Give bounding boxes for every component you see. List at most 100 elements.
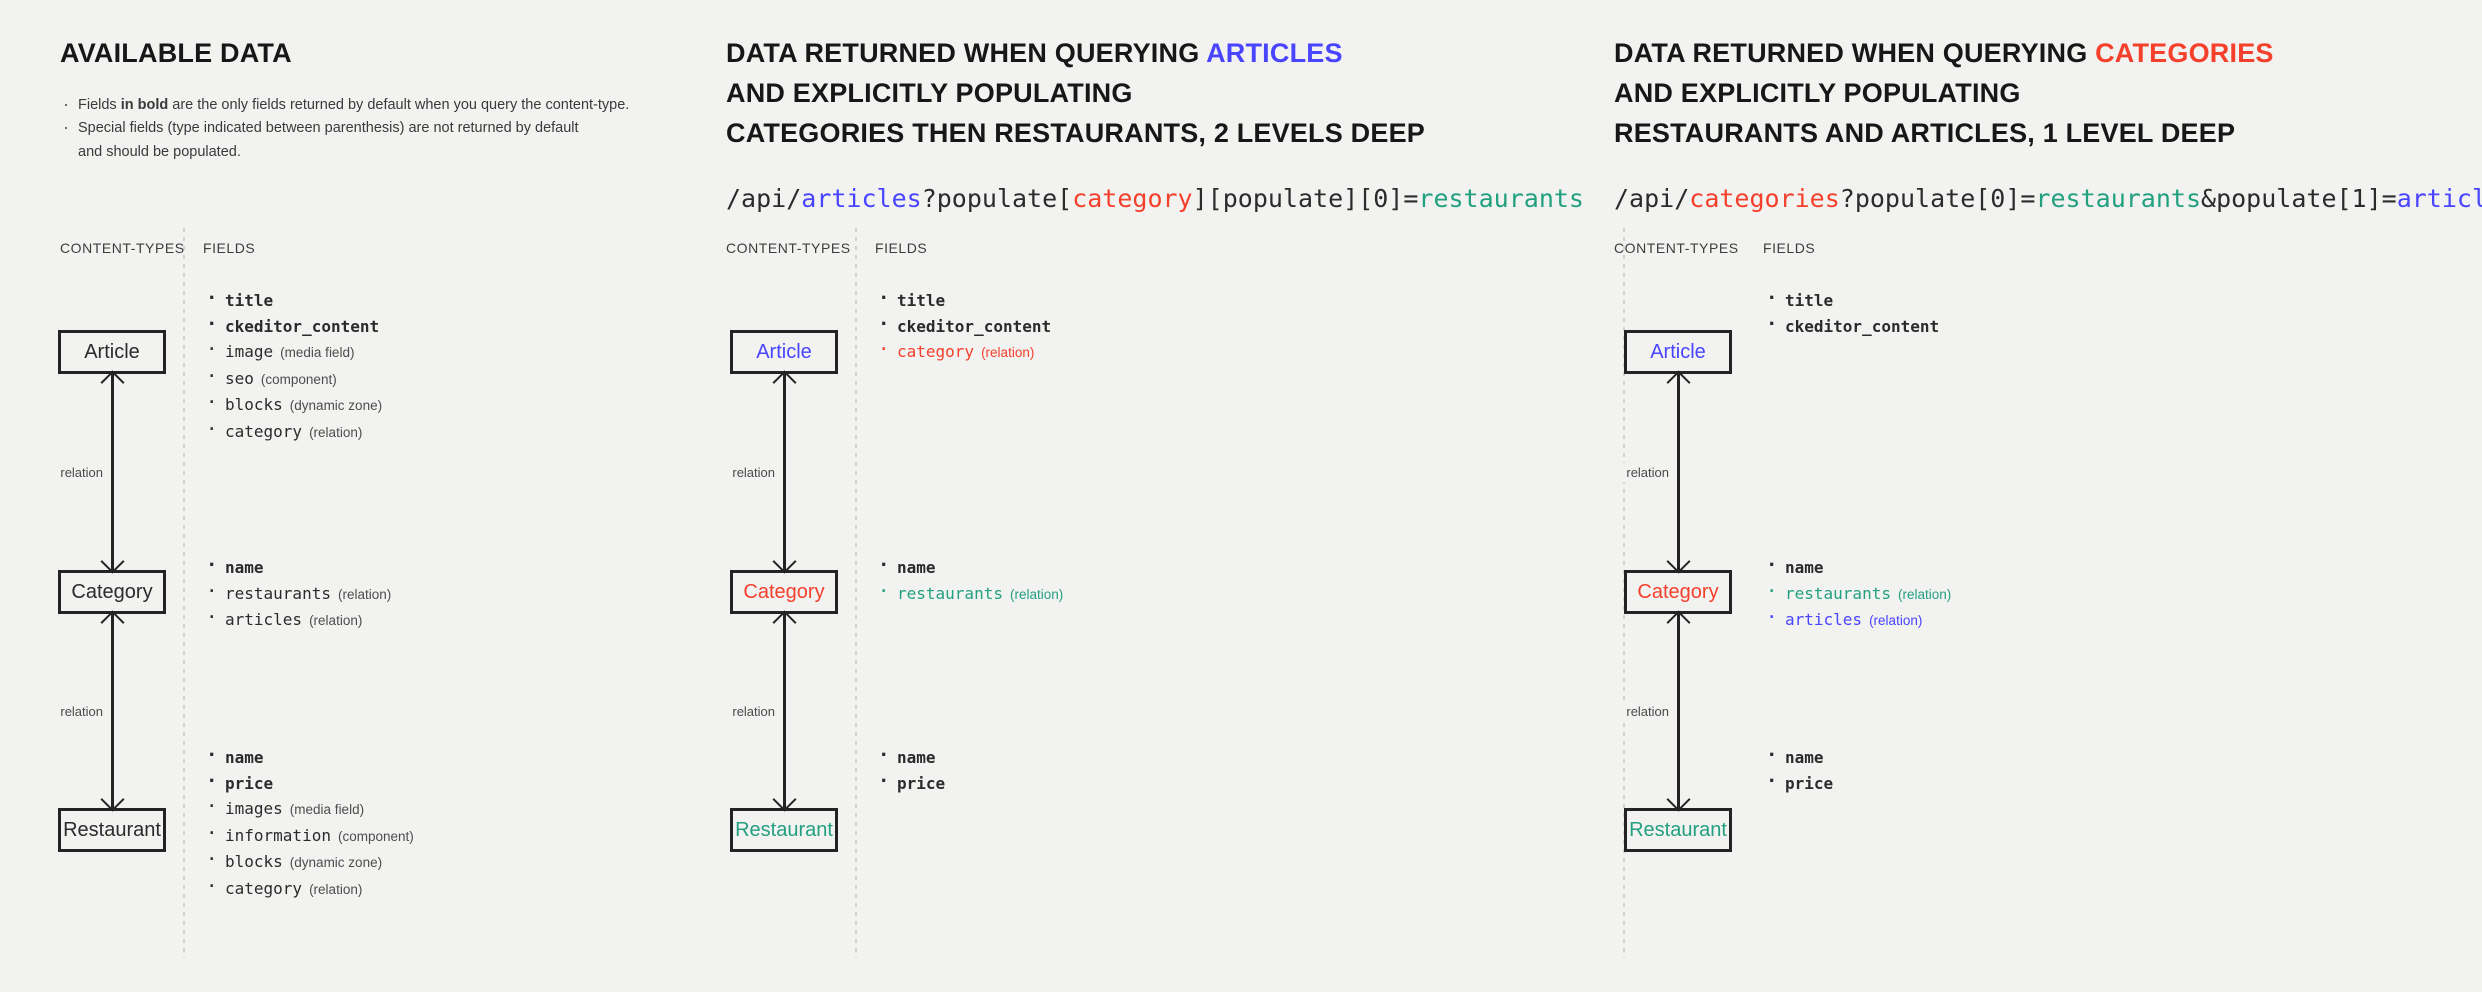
relation-arrow bbox=[769, 610, 799, 812]
field-type: (relation) bbox=[1897, 586, 1952, 602]
field-item: price bbox=[203, 769, 414, 797]
api-url: /api/articles?populate[category][populat… bbox=[726, 184, 1584, 213]
field-name: blocks bbox=[225, 852, 283, 871]
api-url-token: &populate[1]= bbox=[2201, 183, 2397, 213]
content-type-node-restaurant[interactable]: Restaurant bbox=[58, 808, 166, 852]
panel-title-text: RESTAURANTS AND ARTICLES, 1 LEVEL DEEP bbox=[1614, 117, 2236, 148]
panel-title-text: AND EXPLICITLY POPULATING bbox=[1614, 77, 2021, 108]
arrow-shaft bbox=[1677, 374, 1680, 570]
relation-arrow bbox=[97, 610, 127, 812]
api-url-token: ][populate][0]= bbox=[1192, 183, 1419, 213]
field-list: name price bbox=[875, 743, 945, 797]
field-item: blocks(dynamic zone) bbox=[203, 847, 414, 876]
field-item: name bbox=[1763, 553, 1951, 581]
field-type: (component) bbox=[337, 828, 414, 844]
field-name: information bbox=[225, 825, 331, 845]
content-type-node-category[interactable]: Category bbox=[730, 570, 838, 614]
relation-arrow bbox=[769, 370, 799, 574]
column-label-content-types: CONTENT-TYPES bbox=[1614, 240, 1739, 256]
api-url-token-accent: restaurants bbox=[2035, 183, 2202, 213]
content-type-node-category[interactable]: Category bbox=[1624, 570, 1732, 614]
field-type: (relation) bbox=[337, 586, 392, 602]
field-item: seo(component) bbox=[203, 364, 382, 393]
field-item: articles (relation) bbox=[203, 605, 391, 634]
panel-title-text: AVAILABLE DATA bbox=[60, 38, 292, 68]
panel-divider-1 bbox=[183, 228, 185, 958]
arrow-shaft bbox=[783, 374, 786, 570]
field-list: name price bbox=[1763, 743, 1833, 797]
field-name: articles bbox=[1785, 610, 1863, 629]
field-list: namerestaurants (relation) articles (relati… bbox=[1763, 553, 1952, 634]
field-item: restaurants(relation) bbox=[203, 579, 392, 608]
arrow-head-down-icon bbox=[772, 549, 797, 574]
content-type-node-restaurant[interactable]: Restaurant bbox=[1624, 808, 1732, 852]
relation-arrow bbox=[1663, 370, 1693, 574]
relation-label: relation bbox=[1621, 463, 1674, 482]
field-name: restaurants bbox=[1785, 583, 1891, 603]
panel-title-accent: CATEGORIES bbox=[2095, 38, 2274, 68]
field-item: ckeditor_content bbox=[1763, 312, 1940, 340]
panel-title-line: CATEGORIES THEN RESTAURANTS, 2 LEVELS DE… bbox=[726, 114, 1584, 154]
field-item: price bbox=[875, 769, 945, 797]
panel-title-line: DATA RETURNED WHEN QUERYING ARTICLES bbox=[726, 34, 1584, 74]
relation-label: relation bbox=[727, 463, 780, 482]
field-type: (relation) bbox=[309, 424, 363, 440]
field-type: (component) bbox=[260, 371, 337, 387]
field-name: title bbox=[225, 291, 274, 310]
field-name: name bbox=[897, 558, 936, 577]
field-name: category bbox=[225, 421, 303, 441]
field-item: name bbox=[875, 553, 1063, 581]
api-url: /api/categories?populate[0]=restaurants&… bbox=[1614, 184, 2482, 213]
content-type-node-restaurant[interactable]: Restaurant bbox=[730, 808, 838, 852]
arrow-head-up-icon bbox=[100, 370, 125, 395]
arrow-shaft bbox=[783, 614, 786, 808]
field-name: name bbox=[897, 748, 936, 767]
field-type: (relation) bbox=[981, 345, 1035, 360]
field-list: name priceimages(media field)information (… bbox=[203, 743, 414, 902]
field-name: title bbox=[1785, 291, 1834, 310]
panel-title-text: DATA RETURNED WHEN QUERYING bbox=[1614, 38, 2096, 68]
field-name: articles bbox=[225, 610, 303, 629]
column-label-content-types: CONTENT-TYPES bbox=[726, 240, 851, 256]
content-type-node-article[interactable]: Article bbox=[730, 330, 838, 374]
relation-label: relation bbox=[55, 463, 108, 482]
column-label-content-types: CONTENT-TYPES bbox=[60, 240, 185, 256]
api-url-token: ?populate[0]= bbox=[1839, 183, 2036, 213]
field-name: name bbox=[225, 748, 264, 767]
field-item: name bbox=[203, 743, 414, 771]
field-name: blocks bbox=[225, 395, 283, 414]
arrow-shaft bbox=[111, 374, 114, 570]
field-name: ckeditor_content bbox=[225, 316, 380, 336]
legend-bullet-item: Special fields (type indicated between p… bbox=[60, 114, 629, 142]
field-item: category(relation) bbox=[875, 337, 1051, 366]
arrow-shaft bbox=[1677, 614, 1680, 808]
field-name: name bbox=[1785, 748, 1824, 767]
field-type: (relation) bbox=[1869, 613, 1923, 628]
relation-arrow bbox=[97, 370, 127, 574]
field-item: title bbox=[875, 286, 1051, 314]
field-type: (media field) bbox=[289, 802, 365, 817]
arrow-head-up-icon bbox=[100, 610, 125, 635]
content-type-node-article[interactable]: Article bbox=[58, 330, 166, 374]
field-item: images(media field) bbox=[203, 794, 414, 823]
field-type: (media field) bbox=[280, 345, 355, 360]
field-item: ckeditor_content bbox=[875, 312, 1051, 340]
relation-arrow bbox=[1663, 610, 1693, 812]
field-name: ckeditor_content bbox=[1785, 316, 1940, 336]
field-type: (relation) bbox=[309, 613, 363, 628]
field-name: name bbox=[225, 558, 264, 577]
legend-bullet-item: and should be populated. bbox=[78, 143, 241, 160]
field-item: price bbox=[1763, 769, 1833, 797]
api-url-token-accent: categories bbox=[1689, 183, 1840, 213]
content-type-node-category[interactable]: Category bbox=[58, 570, 166, 614]
panel-1: AVAILABLE DATA Fields in bold are the onl… bbox=[0, 0, 856, 992]
arrow-head-up-icon bbox=[1666, 370, 1691, 395]
legend-bullet-list: Fields in bold are the only fields retur… bbox=[60, 91, 629, 163]
field-item: title bbox=[203, 286, 382, 314]
panel-title-line: DATA RETURNED WHEN QUERYING CATEGORIES bbox=[1614, 34, 2482, 74]
content-type-node-article[interactable]: Article bbox=[1624, 330, 1732, 374]
